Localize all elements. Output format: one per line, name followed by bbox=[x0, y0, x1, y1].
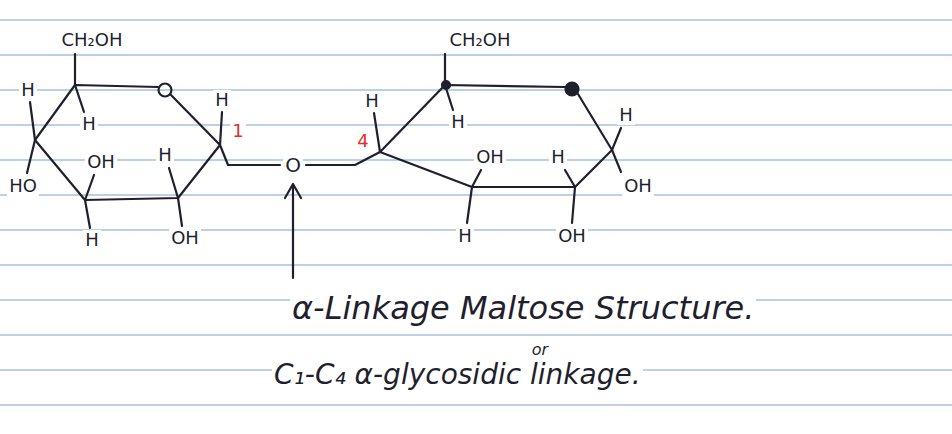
substituent-label: HO bbox=[7, 176, 39, 196]
substituent-label: H bbox=[213, 90, 231, 110]
bond bbox=[572, 187, 575, 223]
substituent-label: H bbox=[363, 91, 381, 111]
arrow-head bbox=[285, 184, 301, 198]
substituent-label: H bbox=[19, 80, 37, 100]
bond bbox=[612, 150, 621, 172]
substituent-label: OH bbox=[622, 176, 654, 196]
substituent-label: OH bbox=[169, 228, 201, 248]
substituent-label: H bbox=[156, 145, 174, 165]
bond bbox=[445, 85, 453, 110]
substituent-label: OH bbox=[85, 152, 117, 172]
structure-caption: α-Linkage Maltose Structure. bbox=[290, 291, 756, 326]
bond bbox=[178, 198, 182, 226]
ruled-lines bbox=[0, 20, 952, 405]
substituent-label: H bbox=[449, 112, 467, 132]
substituent-label: CH₂OH bbox=[447, 30, 512, 50]
substituent-label: OH bbox=[474, 147, 506, 167]
substituent-label: H bbox=[80, 114, 98, 134]
ring-oxygen bbox=[159, 84, 172, 97]
bond bbox=[75, 85, 84, 112]
ring-bond bbox=[35, 85, 220, 200]
bond bbox=[444, 54, 446, 85]
bond bbox=[612, 128, 621, 150]
bond bbox=[565, 170, 575, 187]
bond bbox=[220, 112, 222, 145]
bond bbox=[169, 168, 178, 198]
substituent-label: H bbox=[83, 230, 101, 250]
substituent-label: H bbox=[549, 147, 567, 167]
glycosidic-bond bbox=[220, 145, 280, 165]
bond bbox=[85, 200, 90, 228]
substituent-label: OH bbox=[556, 226, 588, 246]
carbon-number: 4 bbox=[355, 131, 370, 151]
carbon-number: 1 bbox=[230, 121, 245, 141]
bond bbox=[27, 140, 35, 173]
caption-note: or bbox=[530, 341, 550, 359]
bond bbox=[74, 54, 76, 85]
bond bbox=[30, 102, 35, 140]
bond bbox=[374, 113, 380, 152]
bond bbox=[467, 187, 472, 223]
ring-bond bbox=[380, 85, 612, 187]
linkage-caption: C₁-C₄ α-glycosidic linkage. bbox=[272, 360, 643, 391]
bond bbox=[85, 175, 94, 200]
glycosidic-oxygen: O bbox=[283, 154, 303, 176]
pointer-arrow bbox=[292, 186, 294, 278]
substituent-label: H bbox=[617, 105, 635, 125]
substituent-label: CH₂OH bbox=[59, 30, 124, 50]
ring-oxygen bbox=[566, 83, 579, 96]
bond bbox=[472, 170, 481, 187]
glycosidic-bond bbox=[306, 152, 380, 165]
substituent-label: H bbox=[456, 226, 474, 246]
